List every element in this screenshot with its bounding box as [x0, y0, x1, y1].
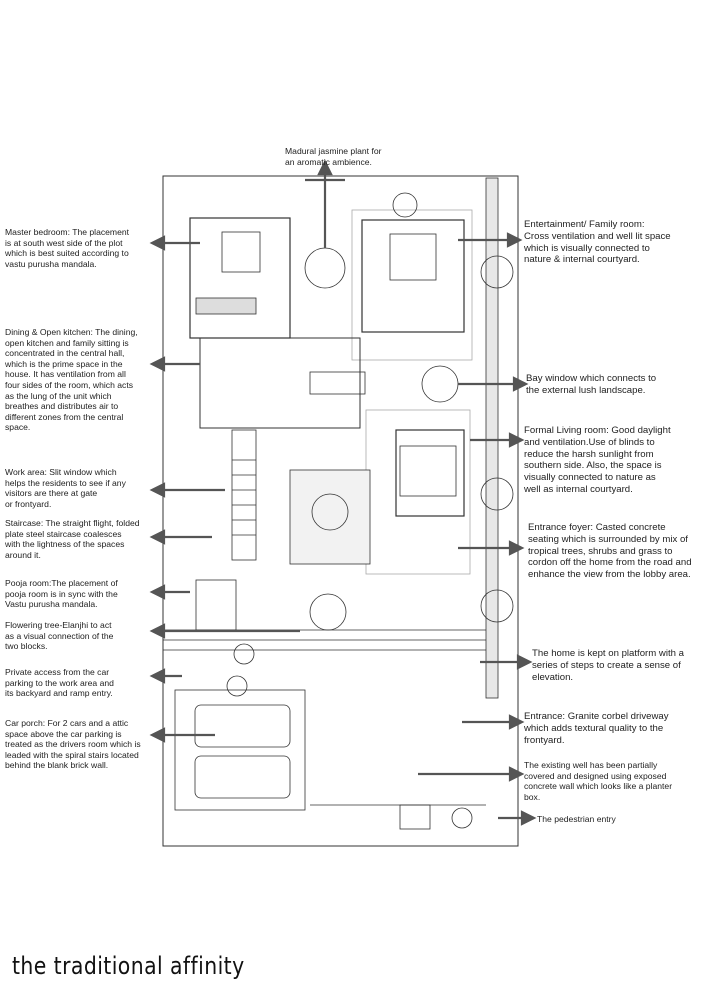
tree-right-3 [480, 589, 514, 623]
annotation-entrance-foyer: Entrance foyer: Casted concrete seating … [528, 522, 692, 581]
annotation-pooja: Pooja room:The placement of pooja room i… [5, 578, 118, 610]
compound-wall-strip [485, 177, 499, 699]
car-porch [174, 689, 306, 811]
family-room-outline [361, 219, 465, 333]
staircase [231, 429, 257, 561]
annotation-formal-living: Formal Living room: Good daylight and ve… [524, 425, 671, 495]
well-box [399, 804, 431, 830]
dining-table [309, 371, 366, 395]
annotation-jasmine: Madural jasmine plant for an aromatic am… [285, 146, 382, 167]
annotation-car-porch: Car porch: For 2 cars and a attic space … [5, 718, 141, 771]
bed [221, 231, 261, 273]
page-title: the traditional affinity [12, 952, 245, 980]
tree-top [392, 192, 418, 218]
central-hall-outline [199, 337, 361, 429]
formal-living-outline [395, 429, 465, 517]
annotation-private-access: Private access from the car parking to t… [5, 667, 114, 699]
tree-elanjhi [309, 593, 347, 631]
tree-small [233, 643, 255, 665]
annotation-flowering-tree: Flowering tree-Elanjhi to act as a visua… [5, 620, 114, 652]
annotation-bay-window: Bay window which connects to the externa… [526, 373, 657, 396]
annotation-entertainment: Entertainment/ Family room: Cross ventil… [524, 219, 671, 266]
annotation-work-area: Work area: Slit window which helps the r… [5, 467, 126, 509]
tree-jasmine [304, 247, 346, 289]
annotation-platform: The home is kept on platform with a seri… [532, 648, 684, 683]
courtyard [289, 469, 371, 565]
car-2 [194, 755, 291, 799]
sofa-set [389, 233, 437, 281]
tree-porch [226, 675, 248, 697]
annotation-well: The existing well has been partially cov… [524, 760, 673, 802]
annotation-dining: Dining & Open kitchen: The dining, open … [5, 327, 138, 433]
annotation-master-bedroom: Master bedroom: The placement is at sout… [5, 227, 130, 269]
tree-courtyard [311, 493, 349, 531]
car-1 [194, 704, 291, 748]
annotation-staircase: Staircase: The straight flight, folded p… [5, 518, 140, 560]
tree-right-2 [480, 477, 514, 511]
pooja-room [195, 579, 237, 631]
tree-right-1 [480, 255, 514, 289]
plot-boundary [162, 175, 519, 847]
annotation-pedestrian: The pedestrian entry [537, 814, 616, 824]
master-bedroom-outline [189, 217, 291, 339]
tree-bay [421, 365, 459, 403]
tree-front [451, 807, 473, 829]
annotation-entrance: Entrance: Granite corbel driveway which … [524, 711, 669, 746]
